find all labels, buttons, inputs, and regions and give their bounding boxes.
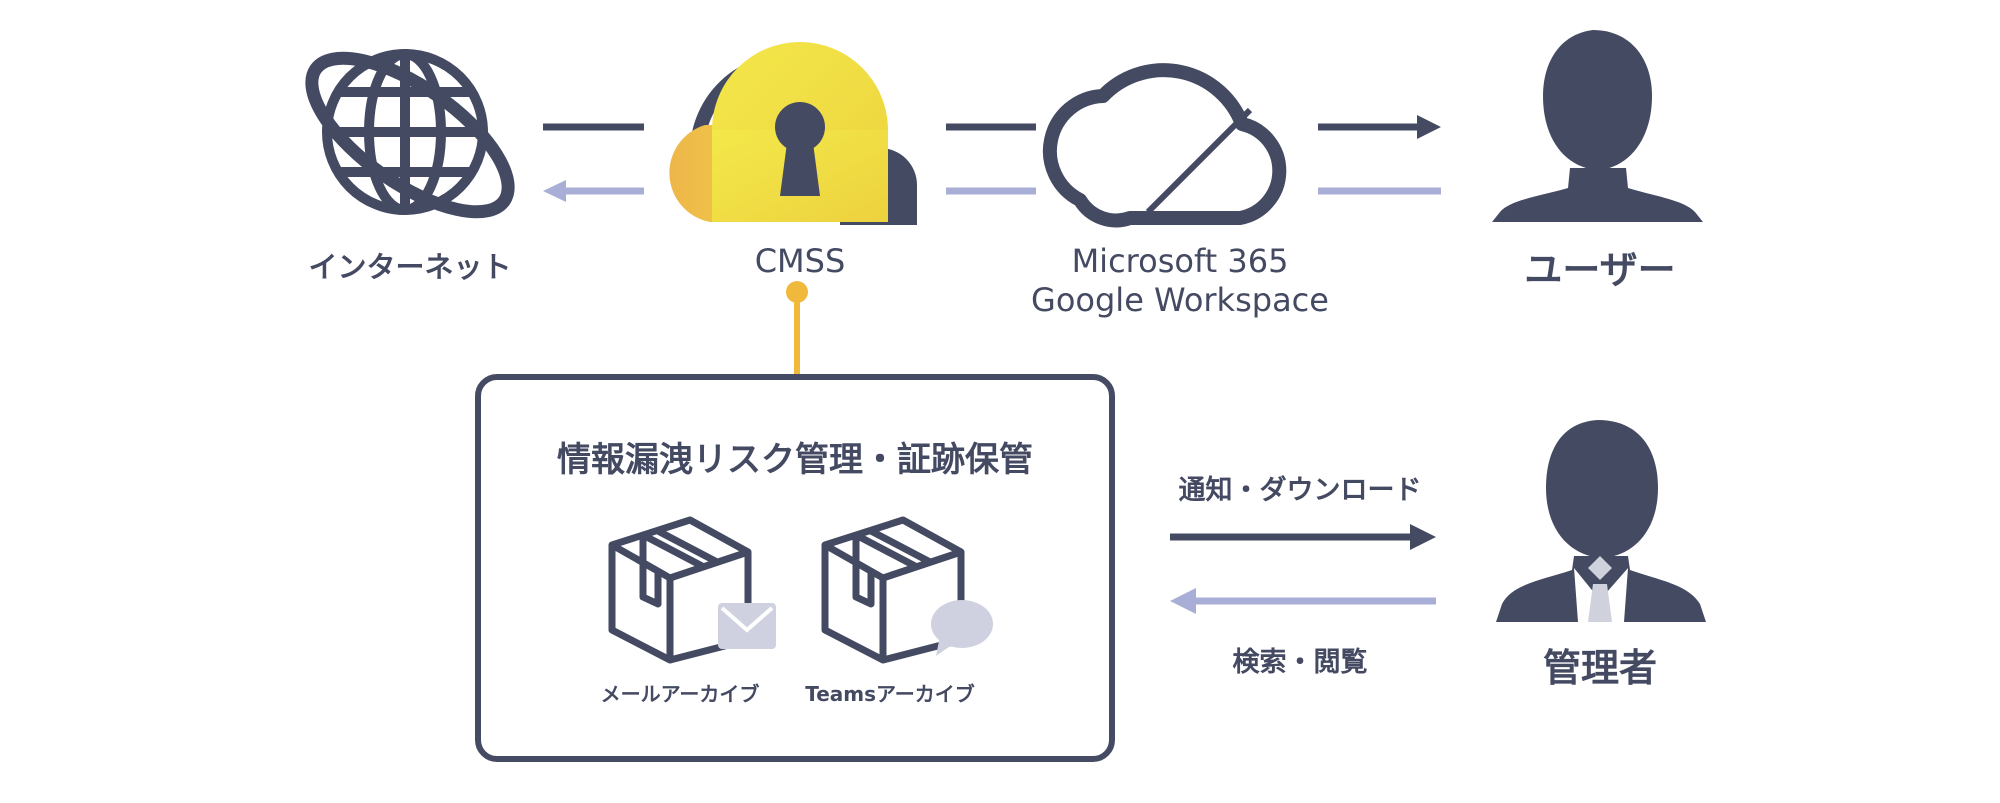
admin-notify-label: 通知・ダウンロード [1178,475,1422,506]
globe-icon [305,49,515,219]
admin-notify-arrow [1170,524,1436,550]
archive-panel [475,374,1115,762]
teams-archive-label: Teamsアーカイブ [805,682,975,706]
admin-search-arrow [1170,588,1436,614]
panel-title: 情報漏洩リスク管理・証跡保管 [557,440,1033,480]
admin-label: 管理者 [1542,646,1657,690]
cloud-service-label-line2: Google Workspace [1031,281,1329,319]
mail-archive-box-icon [608,516,776,664]
user-avatar-icon [1492,30,1703,222]
cloud-service-icon [1042,63,1287,228]
cloud-service-label-line1: Microsoft 365 [1071,242,1289,280]
admin-avatar-icon [1496,420,1706,622]
admin-search-label: 検索・閲覧 [1232,647,1368,678]
cmss-panel-connector [786,281,808,376]
cmss-keyhole-cloud-icon [669,42,917,225]
user-label: ユーザー [1524,248,1676,292]
internet-cmss-connector [543,123,644,202]
cmss-cloud-connector [946,123,1036,195]
mail-archive-label: メールアーカイブ [600,682,760,706]
cloud-user-connector [1318,115,1441,195]
chat-archive-box-icon [821,516,993,664]
cmss-label: CMSS [754,242,846,280]
internet-label: インターネット [308,250,512,284]
